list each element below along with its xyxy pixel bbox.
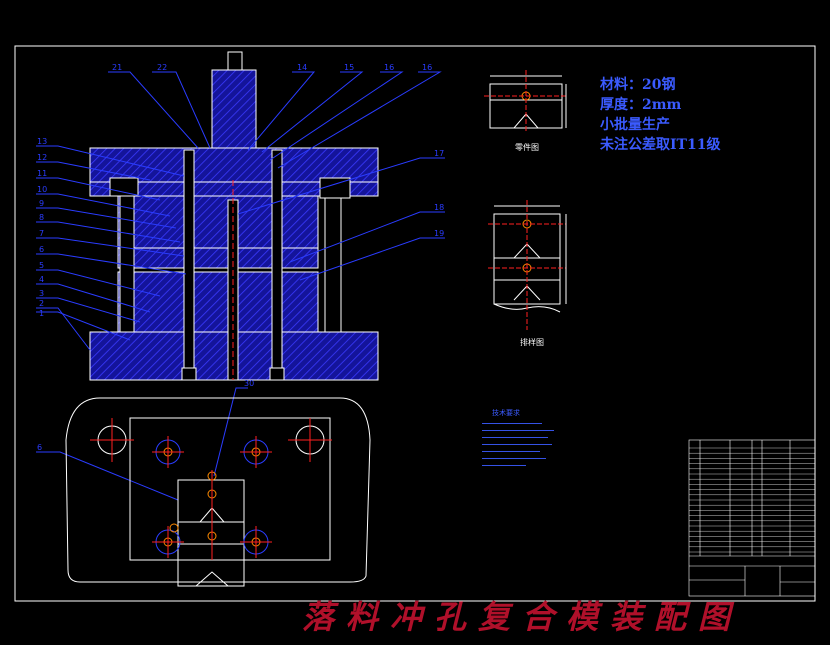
svg-text:17: 17	[434, 149, 444, 158]
label-16b: 16	[422, 63, 432, 72]
svg-text:4: 4	[39, 275, 44, 284]
spec-tolerance: 未注公差取IT11级	[600, 137, 721, 153]
label-14: 14	[297, 63, 307, 72]
svg-text:1: 1	[39, 309, 44, 318]
spec-production: 小批量生产	[600, 117, 670, 133]
drawing-border	[14, 45, 816, 602]
caption-part-view: 零件图	[515, 143, 539, 152]
label-16a: 16	[384, 63, 394, 72]
svg-text:13: 13	[37, 137, 47, 146]
svg-text:3: 3	[39, 289, 44, 298]
svg-text:8: 8	[39, 213, 44, 222]
bom-rows	[689, 447, 815, 553]
svg-text:19: 19	[434, 229, 444, 238]
tech-requirements-text	[482, 418, 554, 467]
part-number-labels: 21 22 14 15 16 16 13 12 11 10 9 8 7 6 5 …	[37, 63, 444, 452]
label-21: 21	[112, 63, 122, 72]
svg-text:11: 11	[37, 169, 47, 178]
part-view	[484, 70, 568, 132]
caption-strip-layout: 排样图	[520, 338, 544, 347]
svg-text:6: 6	[39, 245, 44, 254]
svg-text:2: 2	[39, 299, 44, 308]
svg-text:5: 5	[39, 261, 44, 270]
svg-text:18: 18	[434, 203, 444, 212]
strip-layout	[488, 200, 567, 330]
label-15: 15	[344, 63, 354, 72]
svg-text:30: 30	[244, 379, 254, 388]
spec-thickness: 厚度：2mm	[600, 97, 682, 113]
svg-text:9: 9	[39, 199, 44, 208]
svg-text:7: 7	[39, 229, 44, 238]
bom-table	[688, 439, 816, 597]
label-22: 22	[157, 63, 167, 72]
plan-centerlines	[90, 418, 332, 560]
spec-material: 材料：20钢	[600, 77, 676, 93]
svg-text:12: 12	[37, 153, 47, 162]
plan-holes	[97, 425, 325, 555]
leader-lines	[36, 71, 445, 501]
svg-text:10: 10	[37, 185, 47, 194]
drawing-title: 落料冲孔复合模装配图	[302, 598, 743, 636]
svg-text:6: 6	[37, 443, 42, 452]
tech-requirements-title: 技术要求	[492, 409, 520, 417]
section-view	[89, 51, 379, 381]
